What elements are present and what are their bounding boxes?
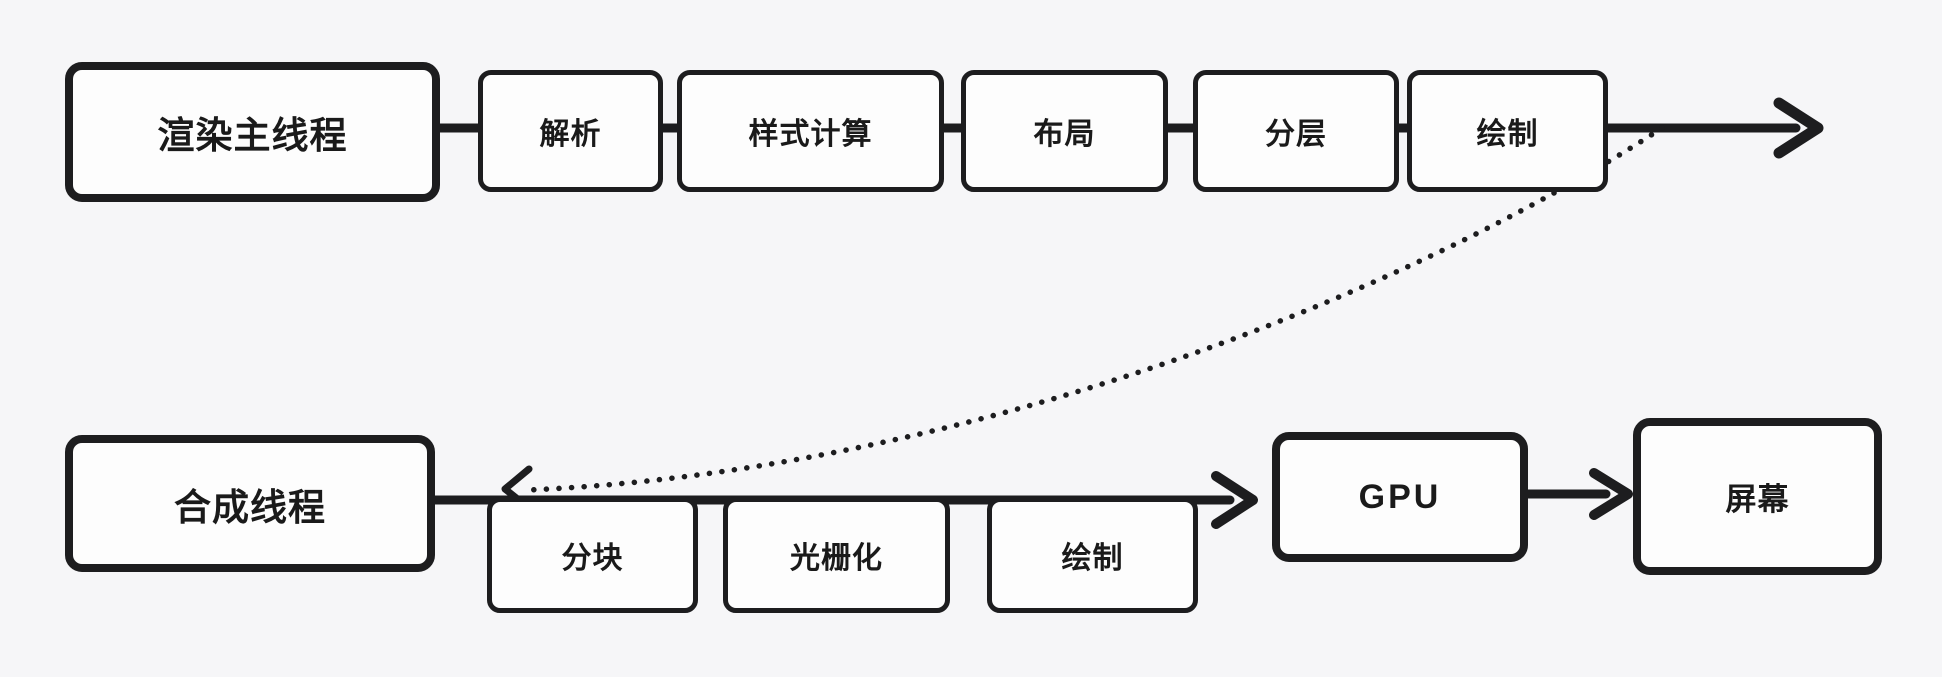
stage-layout-box: 布局 xyxy=(961,70,1168,192)
stage-raster-label: 光栅化 xyxy=(790,542,883,575)
compositor-thread-label: 合成线程 xyxy=(174,486,326,528)
stage-paint-label: 绘制 xyxy=(1476,118,1539,151)
main-thread-label: 渲染主线程 xyxy=(157,115,348,156)
main-thread-box: 渲染主线程 xyxy=(65,62,440,202)
stage-paint-box: 绘制 xyxy=(1407,70,1608,192)
screen-label: 屏幕 xyxy=(1725,482,1790,517)
compositor-arrow-right-icon xyxy=(1211,471,1258,529)
stage-draw-label: 绘制 xyxy=(1061,542,1124,575)
stage-layer-box: 分层 xyxy=(1193,70,1399,192)
stage-layer-label: 分层 xyxy=(1265,118,1327,151)
stage-style-calc-label: 样式计算 xyxy=(748,118,873,151)
commit-dotted-curve xyxy=(525,125,1665,493)
stage-parse-box: 解析 xyxy=(478,70,663,192)
main-thread-arrow-right-icon xyxy=(1773,97,1824,159)
screen-box: 屏幕 xyxy=(1633,418,1882,575)
stage-draw-box: 绘制 xyxy=(987,497,1198,613)
stage-tiling-label: 分块 xyxy=(561,542,624,575)
stage-style-calc-box: 样式计算 xyxy=(677,70,944,192)
gpu-box: GPU xyxy=(1272,432,1528,562)
stage-layout-label: 布局 xyxy=(1033,118,1096,151)
compositor-thread-box: 合成线程 xyxy=(65,435,435,572)
stage-parse-label: 解析 xyxy=(539,118,602,151)
gpu-to-screen-arrow-right-icon xyxy=(1589,468,1633,520)
gpu-label: GPU xyxy=(1358,477,1442,516)
stage-tiling-box: 分块 xyxy=(487,497,698,613)
stage-raster-box: 光栅化 xyxy=(723,497,950,613)
